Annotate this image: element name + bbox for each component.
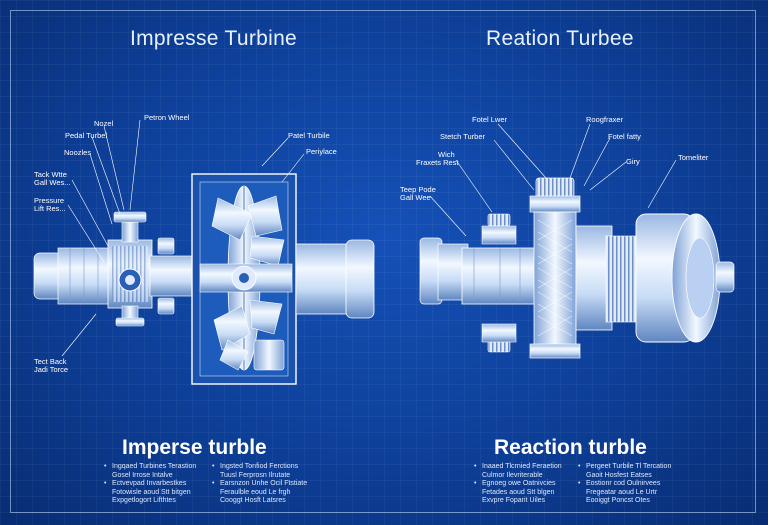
top-gear <box>535 177 575 199</box>
label-tack-width: Tack Wtte <box>34 170 67 179</box>
bullet-text: Fetades aoud Stt blgen <box>482 488 555 496</box>
bullet-item: Eooiggt Poncst Otes <box>578 497 698 506</box>
label-petrol-wheel: Petron Wheel <box>144 113 190 122</box>
label-pressure: Pressure <box>34 196 64 205</box>
impulse-turbine: Nozel Pedal Turbel Noozles Tack Wtte Gal… <box>33 113 375 385</box>
bullet-item: Expgetlogort Lifthtes <box>104 497 224 506</box>
bullet-item: Cooggt Hosft Latsres <box>212 497 332 506</box>
bullet-text: Eooiggt Poncst Otes <box>586 497 650 504</box>
right-subtitle: Reaction turble <box>494 436 647 459</box>
bullet-item: Fregeatar aoud Le Urtr <box>578 489 698 498</box>
bullet-text: Eostionr cod Oulnirvees <box>586 480 661 487</box>
label-fotel-lwer: Fotel Lwer <box>472 115 508 124</box>
label-fraxets-rest: Fraxets Rest <box>416 158 459 167</box>
label-teep-pode-2: Gall Wee <box>400 193 431 202</box>
bullet-text: Ingsted Tonfiod Ferctions <box>220 463 299 470</box>
bullet-item: • Pergeet Turbile Tl Tercation <box>578 463 698 472</box>
bullet-item: Feraulble eoud Le frgh <box>212 489 332 498</box>
inlet-pipe <box>57 247 113 305</box>
blueprint-border <box>10 10 756 513</box>
bullet-dot: • <box>474 463 477 470</box>
bullet-item: Culmor Ilevriterable <box>474 472 594 481</box>
bullet-dot: • <box>212 480 215 487</box>
bullet-item: • Earsnzon Unhe Ocil Ftstiate <box>212 480 332 489</box>
label-tect-back: Tect Back <box>34 357 67 366</box>
bullet-text: Exvpre Foparit Uiles <box>482 497 546 504</box>
label-nozles: Noozles <box>64 148 91 157</box>
bullet-item: Fetades aoud Stt blgen <box>474 489 594 498</box>
bullet-item: • Ectvevpad Invarbestkes <box>104 480 224 489</box>
bullet-text: Culmor Ilevriterable <box>482 471 543 479</box>
label-pressure-2: Lift Res... <box>34 204 66 213</box>
bullet-text: Ectvevpad Invarbestkes <box>112 480 187 487</box>
bullet-text: Gosel Irrose Intalve <box>112 471 173 479</box>
bullet-item: • Ingsted Tonfiod Ferctions <box>212 463 332 472</box>
bullet-text: Cooggt Hosft Latsres <box>220 497 286 504</box>
bullet-item: Exvpre Foparit Uiles <box>474 497 594 506</box>
bullet-text: Egnoeg owe Oatnivcies <box>482 480 556 487</box>
bullet-item: Fotowisle aoud Stt bitgen <box>104 489 224 498</box>
bullet-text: Inaaed Tlcrnied Feraetion <box>482 463 562 470</box>
bullet-text: Expgetlogort Lifthtes <box>112 497 176 504</box>
bullet-text: Earsnzon Unhe Ocil Ftstiate <box>220 480 308 487</box>
bullet-item: • Egnoeg owe Oatnivcies <box>474 480 594 489</box>
label-patel-turbile: Patel Turbile <box>288 131 330 140</box>
label-tomeliter: Tomeliter <box>678 153 709 162</box>
bullet-text: Gaoit Hosfest Eatses <box>586 471 652 479</box>
bullet-item: • Eostionr cod Oulnirvees <box>578 480 698 489</box>
bearing-housing <box>253 339 285 371</box>
right-title: Reation Turbee <box>486 27 634 50</box>
bullet-item: Gosel Irrose Intalve <box>104 472 224 481</box>
reaction-turbine: Fotel Lwer Stetch Turber Wich Fraxets Re… <box>400 115 735 359</box>
bullet-dot: • <box>104 463 107 470</box>
label-giry: Giry <box>626 157 640 166</box>
bullet-item: • Ingqaed Turbines Terastion <box>104 463 224 472</box>
bullet-dot: • <box>212 463 215 470</box>
bullet-dot: • <box>104 480 107 487</box>
bullet-text: Fregeatar aoud Le Urtr <box>586 488 658 496</box>
bullet-text: Ingqaed Turbines Terastion <box>112 463 197 470</box>
bullet-item: • Inaaed Tlcrnied Feraetion <box>474 463 594 472</box>
bullet-item: Gaoit Hosfest Eatses <box>578 472 698 481</box>
left-subtitle: Imperse turble <box>122 436 267 459</box>
bullet-text: Feraulble eoud Le frgh <box>220 488 291 496</box>
outlet-pipe <box>295 243 353 315</box>
label-wich: Wich <box>438 150 455 159</box>
bullet-text: Pergeet Turbile Tl Tercation <box>586 463 672 470</box>
bullet-dot: • <box>578 463 581 470</box>
label-tect-back-2: Jadi Torce <box>34 365 68 374</box>
gear-ring <box>605 235 637 323</box>
label-pedal-turbel: Pedal Turbel <box>65 131 107 140</box>
bullet-item: Tuusl Ferprosn Ilrutate <box>212 472 332 481</box>
label-roogfraxer: Roogfraxer <box>586 115 624 124</box>
left-title: Impresse Turbine <box>130 27 298 50</box>
bullet-text: Fotowisle aoud Stt bitgen <box>112 488 191 496</box>
label-teep-pode: Teep Pode <box>400 185 436 194</box>
nozzle-flange <box>113 211 147 223</box>
runner-column <box>533 211 577 347</box>
label-stetch-turber: Stetch Turber <box>440 132 486 141</box>
bullet-dot: • <box>474 480 477 487</box>
bullet-dot: • <box>578 480 581 487</box>
label-nozel: Nozel <box>94 119 114 128</box>
label-periplace: Periylace <box>306 147 337 156</box>
label-tack-width-2: Gall Wes... <box>34 178 71 187</box>
bullet-text: Tuusl Ferprosn Ilrutate <box>220 471 291 479</box>
label-fotel-fatty: Fotel fatty <box>608 132 641 141</box>
